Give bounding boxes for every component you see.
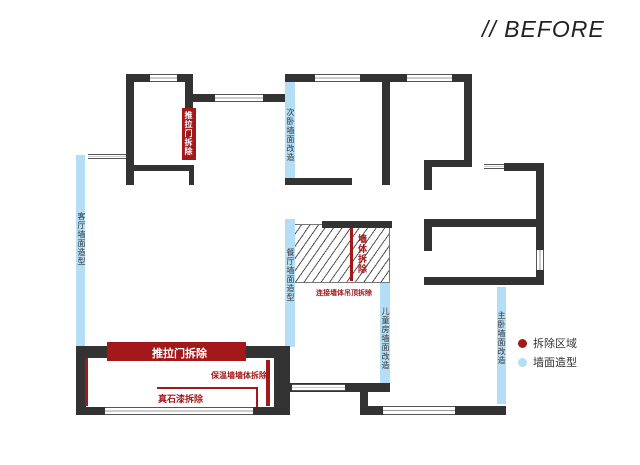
plan-title: // BEFORE xyxy=(482,16,605,42)
window xyxy=(150,74,177,82)
ceiling-removal-label: 连接墙体吊顶拆除 xyxy=(316,289,372,297)
stone-paint-removal-label: 真石漆拆除 xyxy=(158,395,204,405)
living-room-wall-strip xyxy=(76,155,85,347)
secondary-bedroom-wall-strip xyxy=(285,82,295,178)
wall xyxy=(424,160,432,190)
window xyxy=(292,384,345,391)
secondary-bedroom-wall-label: 次卧墙面改造 xyxy=(286,108,295,162)
window xyxy=(383,406,455,415)
window xyxy=(484,164,504,169)
wall xyxy=(464,74,472,167)
dining-room-wall-label: 餐厅墙面造型 xyxy=(286,248,295,302)
wall xyxy=(185,74,193,110)
legend-item-removal: 拆除区域 xyxy=(518,335,577,351)
stone-paint-line xyxy=(157,387,258,389)
wall xyxy=(134,165,193,171)
wall-removal-area xyxy=(294,224,390,283)
master-bedroom-wall-label: 主卧墙面改造 xyxy=(497,311,506,365)
window xyxy=(215,94,263,102)
wall xyxy=(285,178,352,185)
wall xyxy=(274,346,290,415)
stone-paint-line xyxy=(256,387,258,407)
wall xyxy=(382,82,390,185)
kids-room-wall-label: 儿童房墙面改造 xyxy=(381,307,390,370)
wall xyxy=(360,383,368,415)
wall xyxy=(322,221,392,228)
window xyxy=(407,74,452,82)
window xyxy=(88,154,126,159)
legend-label: 拆除区域 xyxy=(533,337,577,350)
wall xyxy=(424,219,432,251)
wall xyxy=(189,165,194,185)
wall xyxy=(424,219,544,227)
master-bedroom-wall-strip xyxy=(497,287,506,404)
wall xyxy=(285,74,472,82)
window xyxy=(315,74,360,82)
wall xyxy=(424,277,544,285)
kids-room-wall-strip xyxy=(380,283,390,383)
window xyxy=(105,407,253,415)
sliding-door-removal-small-label: 推拉门拆除 xyxy=(184,111,193,156)
wall-removal-line xyxy=(350,228,353,281)
wall-removal-label: 墙体拆除 xyxy=(356,234,366,274)
insulation-wall-line xyxy=(85,358,88,406)
insulation-wall-removal-label: 保温墙墙体拆除 xyxy=(211,371,267,380)
legend-label: 墙面造型 xyxy=(533,356,577,369)
insulation-wall-line xyxy=(266,360,270,406)
window xyxy=(536,250,544,270)
sliding-door-removal-balcony-label: 推拉门拆除 xyxy=(152,347,207,360)
wall xyxy=(126,74,134,185)
legend-blue-dot xyxy=(518,357,527,367)
legend-red-dot xyxy=(518,338,527,348)
sliding-door-removal-balcony xyxy=(107,342,246,361)
legend-item-wall-design: 墙面造型 xyxy=(518,354,577,370)
wall xyxy=(76,346,86,415)
wall xyxy=(504,163,544,171)
dining-room-wall-strip xyxy=(285,219,295,347)
sliding-door-removal-small xyxy=(182,108,196,160)
living-room-wall-label: 客厅墙面造型 xyxy=(77,212,86,266)
wall xyxy=(424,160,472,167)
